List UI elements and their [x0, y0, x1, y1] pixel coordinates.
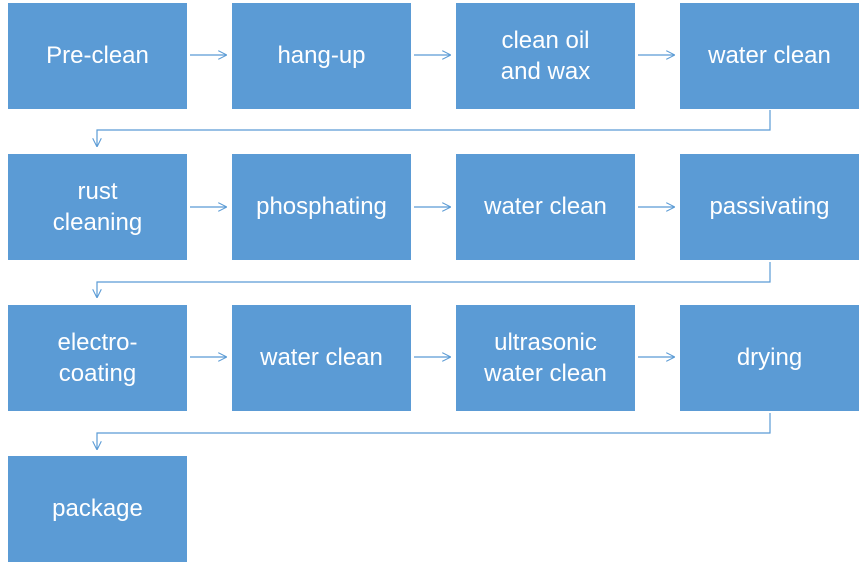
step-label: water clean: [708, 42, 831, 70]
step-label: rust cleaning: [52, 177, 143, 236]
arrow-8-9: [97, 262, 771, 297]
step-label: package: [52, 495, 143, 523]
step-label: clean oil and wax: [500, 26, 591, 85]
step-label: hang-up: [277, 42, 366, 70]
step-label: water clean: [484, 193, 607, 221]
step-label: phosphating: [256, 193, 387, 221]
step-phosphating: phosphating: [232, 154, 411, 260]
step-ultrasonic-water-clean: ultrasonic water clean: [456, 305, 635, 411]
step-clean-oil-and-wax: clean oil and wax: [456, 3, 635, 109]
step-water-clean-2: water clean: [456, 154, 635, 260]
step-label: passivating: [709, 193, 830, 221]
step-water-clean-3: water clean: [232, 305, 411, 411]
step-drying: drying: [680, 305, 859, 411]
step-water-clean-1: water clean: [680, 3, 859, 109]
arrow-4-5: [97, 110, 771, 146]
step-label: drying: [736, 344, 803, 372]
step-rust-cleaning: rust cleaning: [8, 154, 187, 260]
step-hang-up: hang-up: [232, 3, 411, 109]
step-pre-clean: Pre-clean: [8, 3, 187, 109]
step-electro-coating: electro- coating: [8, 305, 187, 411]
arrow-12-13: [97, 413, 771, 449]
step-label: electro- coating: [57, 328, 138, 387]
step-label: water clean: [260, 344, 383, 372]
step-label: Pre-clean: [46, 42, 149, 70]
step-label: ultrasonic water clean: [484, 328, 607, 387]
step-package: package: [8, 456, 187, 562]
step-passivating: passivating: [680, 154, 859, 260]
